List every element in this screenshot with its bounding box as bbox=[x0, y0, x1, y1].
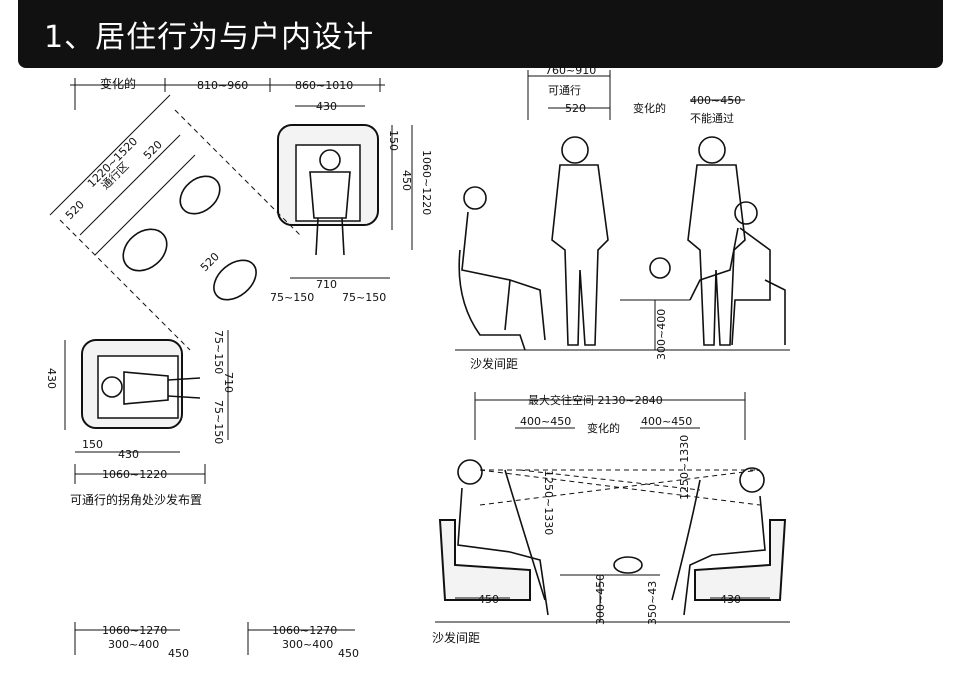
label-bl-b-height: 300~400 bbox=[282, 638, 333, 651]
label-variable-top: 变化的 bbox=[633, 101, 666, 115]
label-400-450: 400~450 bbox=[690, 94, 741, 107]
label-not-passable: 不能通过 bbox=[690, 111, 734, 125]
label-variable-bottom: 变化的 bbox=[587, 421, 620, 435]
label-450-left: 450 bbox=[478, 593, 499, 606]
label-810-960: 810~960 bbox=[197, 79, 248, 92]
label-bl-a-height: 300~400 bbox=[108, 638, 159, 651]
label-1250-1330-left: 1250~1330 bbox=[542, 470, 555, 535]
label-430-right: 430 bbox=[720, 593, 741, 606]
label-350-430: 350~43 bbox=[646, 581, 659, 625]
label-760-910: 760~910 bbox=[545, 64, 596, 77]
label-bl-b-width: 1060~1270 bbox=[272, 624, 337, 637]
label-520-c: 520 bbox=[198, 250, 222, 274]
label-bl-a-seat: 450 bbox=[168, 647, 189, 660]
label-430-bottom: 430 bbox=[118, 448, 139, 461]
bottom-dims-cropped: 1060~1270 300~400 450 1060~1270 300~400 … bbox=[74, 622, 359, 660]
label-860-1010: 860~1010 bbox=[295, 79, 353, 92]
label-75-150-b: 75~150 bbox=[342, 291, 386, 304]
sofa-spacing-elevation-top: 760~910 可通行 520 变化的 400~450 不能通过 300~400… bbox=[455, 64, 790, 371]
label-variable: 变化的 bbox=[100, 76, 136, 91]
caption-corner-sofa: 可通行的拐角处沙发布置 bbox=[70, 492, 202, 507]
label-430-left: 430 bbox=[45, 368, 58, 389]
label-150-top: 150 bbox=[387, 130, 400, 151]
label-710-mid: 710 bbox=[316, 278, 337, 291]
label-bl-b-seat: 450 bbox=[338, 647, 359, 660]
label-max-space: 最大交往空间 2130~2840 bbox=[528, 393, 663, 407]
corner-sofa-plan: 变化的 810~960 860~1010 430 150 450 1060~12… bbox=[45, 76, 433, 507]
label-150-bottom: 150 bbox=[82, 438, 103, 451]
label-75-150-d: 75~150 bbox=[212, 400, 225, 444]
label-1060-1220-bottom: 1060~1220 bbox=[102, 468, 167, 481]
label-520-a: 520 bbox=[141, 138, 165, 162]
label-400-450-right: 400~450 bbox=[641, 415, 692, 428]
caption-sofa-spacing-top: 沙发间距 bbox=[470, 356, 518, 371]
page-title: 1、居住行为与户内设计 bbox=[44, 20, 375, 55]
label-520: 520 bbox=[565, 102, 586, 115]
label-75-150-a: 75~150 bbox=[270, 291, 314, 304]
label-520-b: 520 bbox=[63, 198, 87, 222]
header-bar: 1、居住行为与户内设计 bbox=[18, 0, 943, 68]
label-1060-1220-right: 1060~1220 bbox=[420, 150, 433, 215]
label-430-top: 430 bbox=[316, 100, 337, 113]
label-300-400: 300~400 bbox=[655, 309, 668, 360]
label-75-150-c: 75~150 bbox=[212, 330, 225, 374]
caption-sofa-spacing-bottom: 沙发间距 bbox=[432, 630, 480, 645]
label-passable: 可通行 bbox=[548, 84, 581, 97]
label-400-450-left: 400~450 bbox=[520, 415, 571, 428]
label-450-right: 450 bbox=[400, 170, 413, 191]
sofa-spacing-elevation-bottom: 最大交往空间 2130~2840 400~450 变化的 400~450 125… bbox=[432, 392, 790, 645]
label-bl-a-width: 1060~1270 bbox=[102, 624, 167, 637]
label-300-450: 300~450 bbox=[594, 574, 607, 625]
label-1250-1330-right: 1250~1330 bbox=[678, 435, 691, 500]
label-710-vert: 710 bbox=[222, 372, 235, 393]
